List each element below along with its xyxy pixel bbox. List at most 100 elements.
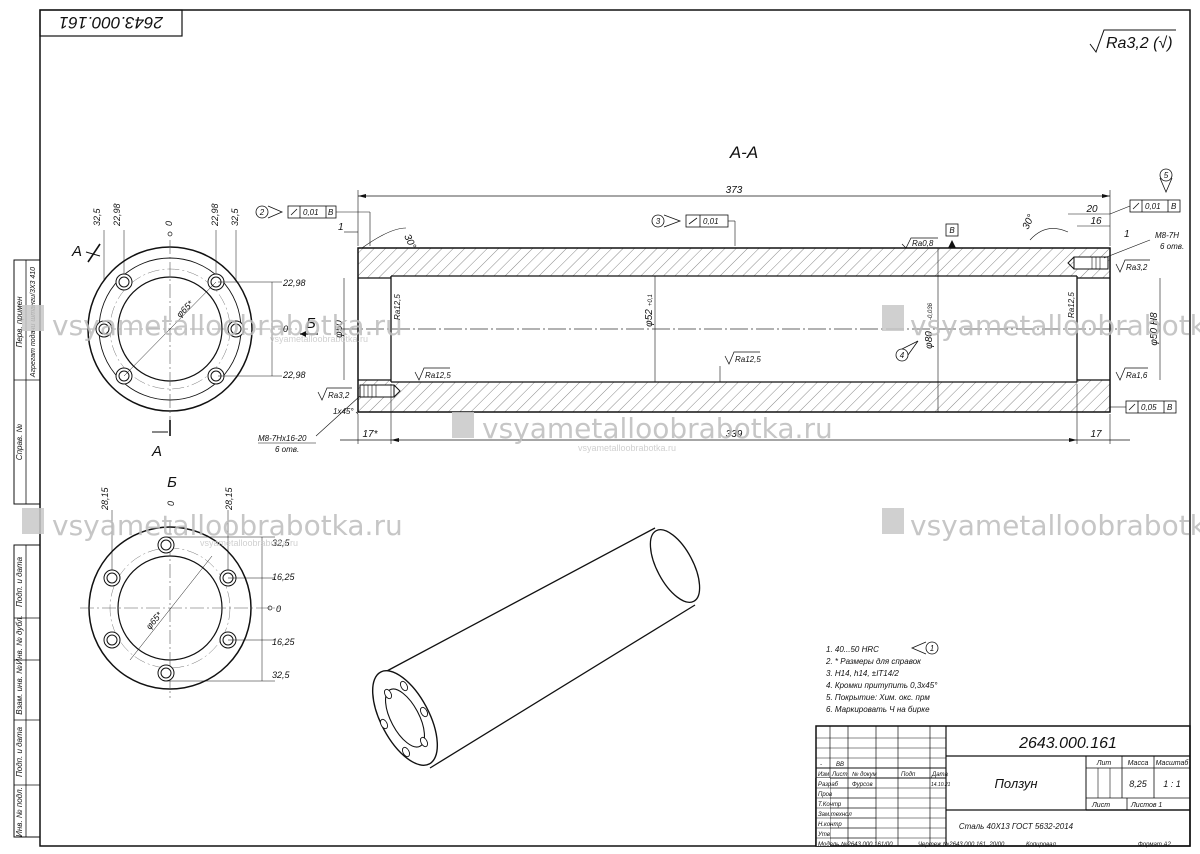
change-dash: - — [820, 762, 822, 768]
note-6: 6. Маркировать Ч на бирке — [826, 705, 930, 714]
strip-label-6: Взам. инв. № — [15, 665, 24, 715]
dim-20: 20 — [1085, 204, 1098, 215]
watermark-small-2: vsyametalloobrabotka.ru — [578, 443, 676, 453]
watermark-logo-3 — [882, 305, 904, 331]
view-b-right-2: 16,25 — [272, 572, 296, 582]
col-date: Дата — [931, 772, 948, 778]
thread-left-qty: 6 отв. — [275, 445, 299, 454]
dim-left-1: 1 — [338, 222, 344, 233]
rotated-designation-box — [39, 9, 183, 37]
role-tcontrol: Т.Контр — [818, 802, 842, 808]
lit-header: Лит — [1096, 760, 1112, 767]
thread-left: М8-7Нх16-20 — [258, 434, 307, 443]
dim-d50-h8: φ50 H8 — [1149, 312, 1160, 346]
developer-sign: Фурсов — [852, 782, 873, 788]
cut-a-bottom: А — [151, 443, 162, 460]
col-doc: № докум — [852, 771, 877, 778]
svg-text:0,01: 0,01 — [1145, 202, 1161, 211]
watermark-3: vsyametalloobrabotka.ru — [910, 309, 1200, 342]
strip-label-7: Подп. и дата — [15, 726, 24, 777]
runout-right-bottom-frame: 0,05 B — [1110, 400, 1177, 414]
sheets-label: Листов 1 — [1130, 802, 1162, 809]
watermark-small-1: vsyametalloobrabotka.ru — [270, 334, 368, 344]
svg-text:B: B — [1171, 202, 1177, 211]
runout-left-frame: 0,01 B — [287, 205, 371, 246]
cut-a-top: А — [71, 243, 82, 260]
end-view-a: φ65* 32,5 22,98 0 22,98 32,5 22,98 0 22,… — [71, 203, 318, 460]
isometric-view — [371, 527, 701, 769]
rotated-designation: 2643.000.161 — [59, 13, 164, 32]
ra-32-left: Ra3,2 — [328, 391, 350, 400]
watermark-logo-2 — [452, 412, 474, 438]
end-view-b: φ65* 28,15 0 28,15 32,5 16,25 0 16,25 32… — [80, 486, 296, 698]
section-view: 373 20 16 1 1 30° 30° 339 17* 17 φ50 φ52… — [255, 168, 1184, 454]
general-roughness-text: Ra3,2 (√) — [1106, 35, 1173, 52]
callout-3: 3 — [651, 214, 682, 228]
callout-2: 2 — [255, 205, 284, 219]
ra-125-left: Ra12,5 — [425, 371, 451, 380]
note-4: 4. Кромки притупить 0,3х45° — [826, 681, 938, 690]
dim-d52-tol: +0,1 — [648, 294, 654, 306]
svg-text:4: 4 — [900, 351, 905, 360]
svg-text:B: B — [1167, 403, 1173, 412]
view-b-right-3: 0 — [276, 604, 281, 614]
sheet-label: Лист — [1091, 802, 1110, 809]
dim-17-right: 17 — [1090, 429, 1102, 440]
watermark-logo-4 — [22, 508, 44, 534]
view-b-right-4: 16,25 — [272, 637, 296, 647]
note-3: 3. H14, h14, ±IT14/2 — [826, 669, 899, 678]
view-a-top-2: 22,98 — [112, 203, 122, 227]
strip-label-4: Подп. и дата — [15, 556, 24, 607]
view-b-top-3: 28,15 — [224, 486, 234, 511]
format-label: Формат A2 — [1138, 842, 1171, 848]
svg-text:B: B — [328, 208, 334, 217]
strip-label-1: Перв. примен — [15, 296, 24, 348]
svg-text:0,01: 0,01 — [303, 208, 319, 217]
dim-overall: 373 — [726, 185, 743, 196]
strip-label-3: Справ. № — [15, 423, 24, 460]
callout-4: 4 — [895, 340, 919, 362]
thread-right: М8-7Н — [1155, 231, 1179, 240]
watermark-small-4: vsyametalloobrabotka.ru — [200, 538, 298, 548]
note-1: 1. 40...50 HRC — [826, 645, 879, 654]
change-bb: BB — [836, 762, 844, 768]
svg-text:1: 1 — [930, 644, 934, 653]
view-a-top-3: 0 — [164, 221, 174, 226]
role-techno: Зам.технол — [818, 812, 852, 818]
dim-d80: φ80 — [924, 331, 935, 349]
flatness-frame: 0,01 — [685, 214, 736, 246]
svg-text:3: 3 — [656, 217, 661, 226]
svg-text:5: 5 — [1164, 171, 1169, 180]
dim-d52: φ52 — [644, 309, 655, 327]
role-developer: Разраб — [818, 782, 839, 788]
view-b-right-5: 32,5 — [272, 670, 291, 680]
watermark-5: vsyametalloobrabotka.ru — [910, 509, 1200, 542]
watermark-logo-5 — [882, 508, 904, 534]
dim-d50: φ50 — [334, 320, 345, 338]
ra-32-right: Ra3,2 — [1126, 263, 1148, 272]
col-list: Лист — [831, 772, 847, 778]
stamp-designation: 2643.000.161 — [1018, 735, 1117, 752]
angle-right: 30° — [1021, 213, 1037, 231]
general-roughness: Ra3,2 (√) — [1089, 29, 1176, 54]
view-a-right-3: 22,98 — [282, 370, 306, 380]
view-b-top-1: 28,15 — [100, 486, 110, 511]
view-a-marker-b: Б — [306, 315, 316, 332]
part-name: Ползун — [995, 776, 1038, 791]
datum-b: B — [949, 226, 955, 235]
thread-right-qty: 6 отв. — [1160, 242, 1184, 251]
note-2: 2. * Размеры для справок — [825, 657, 922, 666]
dim-16: 16 — [1090, 216, 1102, 227]
callout-5: 5 — [1159, 168, 1173, 194]
watermarks: vsyametalloobrabotka.ru vsyametalloobrab… — [22, 305, 1200, 548]
dim-17-left: 17* — [362, 429, 378, 440]
scale-value: 1 : 1 — [1163, 779, 1181, 789]
watermark-2: vsyametalloobrabotka.ru — [482, 412, 833, 445]
scale-header: Масштаб — [1156, 759, 1190, 767]
strip-label-5: Инв. № дубл. — [15, 615, 24, 664]
strip-label-8: Инв. № подл. — [15, 787, 24, 837]
view-a-top-5: 32,5 — [230, 207, 240, 226]
ra-125-right: Ra12,5 — [1067, 292, 1076, 318]
drawing-ref: Чертеж №2643.000.161_20/00 — [918, 841, 1005, 848]
